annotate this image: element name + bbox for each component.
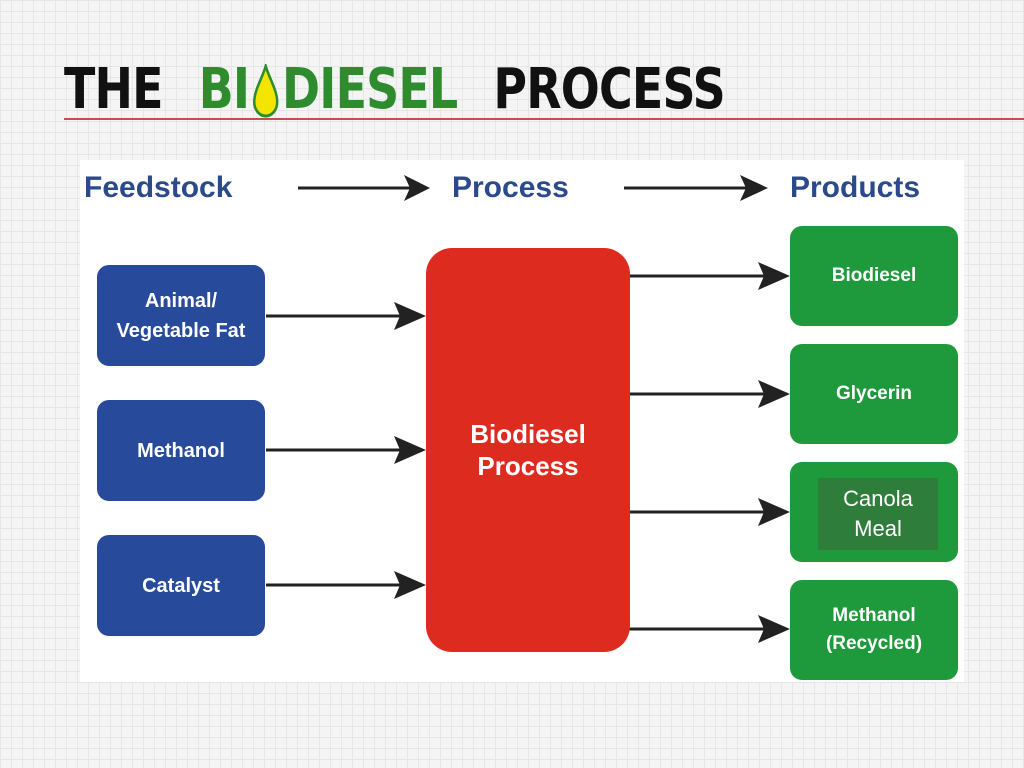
product-canola-meal: Canola Meal [790, 462, 958, 562]
output-arrows [628, 262, 790, 643]
product-glycerin: Glycerin [790, 344, 958, 444]
title-diesel: DIESEL [282, 57, 458, 122]
process-line2: Process [477, 451, 579, 481]
canola-meal-label-box: Canola Meal [818, 478, 938, 550]
feedstock-catalyst-label: Catalyst [142, 574, 220, 597]
canola-line1: Canola [843, 486, 913, 511]
header-arrows [298, 175, 768, 201]
input-arrows [266, 302, 426, 599]
title-divider [64, 118, 1024, 120]
header-products: Products [790, 171, 921, 204]
header-feedstock: Feedstock [84, 171, 233, 204]
product-methanol-line2: (Recycled) [825, 633, 923, 654]
title-word-the: THE [64, 57, 163, 122]
slide-title: THE BI DIESEL PROCESS [64, 52, 726, 122]
product-methanol-line1: Methanol [832, 605, 916, 626]
process-line1: Biodiesel [470, 419, 586, 449]
feedstock-fat-line1: Animal/ [144, 289, 218, 312]
biodiesel-process-box: Biodiesel Process [426, 248, 630, 652]
feedstock-animal-vegetable-fat: Animal/ Vegetable Fat [97, 265, 265, 366]
title-bi: BI [198, 57, 250, 122]
oil-drop-icon [252, 64, 279, 118]
product-methanol-recycled: Methanol (Recycled) [790, 580, 958, 680]
product-biodiesel: Biodiesel [790, 226, 958, 326]
feedstock-methanol: Methanol [97, 400, 265, 501]
product-glycerin-label: Glycerin [835, 383, 913, 404]
title-word-biodiesel: BI DIESEL [199, 62, 458, 118]
product-biodiesel-label: Biodiesel [831, 265, 917, 286]
feedstock-fat-line2: Vegetable Fat [116, 319, 246, 342]
feedstock-methanol-label: Methanol [137, 439, 225, 462]
title-word-process: PROCESS [493, 57, 725, 122]
feedstock-catalyst: Catalyst [97, 535, 265, 636]
canola-line2: Meal [854, 516, 902, 541]
header-process: Process [452, 171, 569, 204]
